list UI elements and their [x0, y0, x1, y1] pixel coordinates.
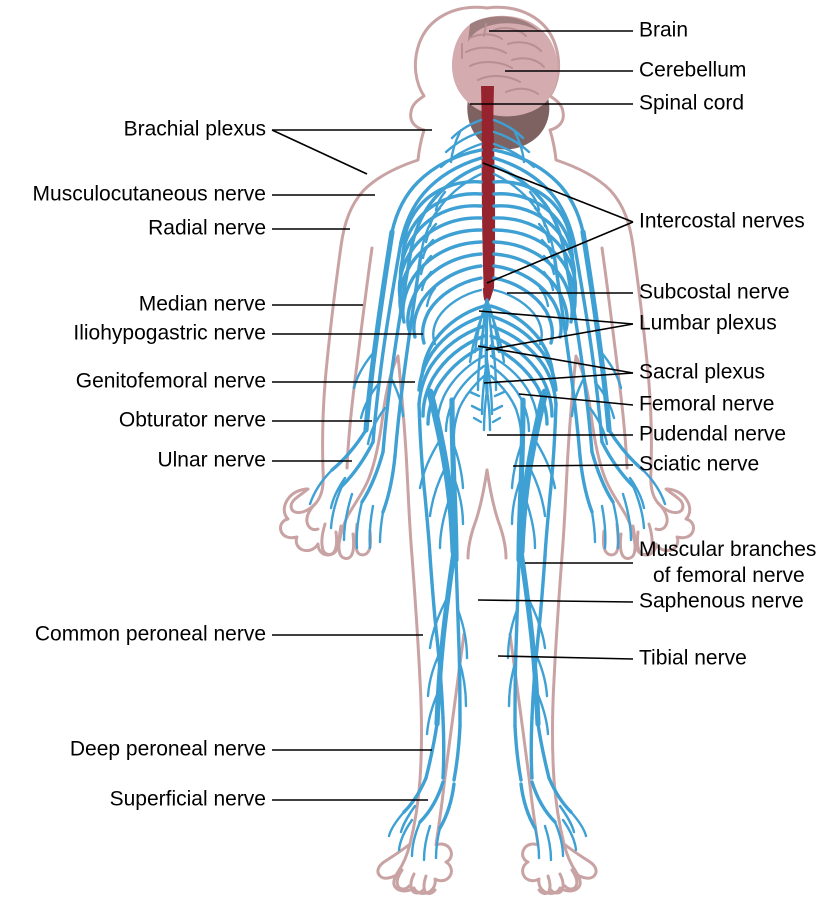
label-tibial-nerve: Tibial nerve: [639, 647, 747, 670]
label-deep-peroneal-nerve: Deep peroneal nerve: [70, 738, 266, 761]
brain-gyri: [461, 23, 545, 95]
groin-line: [466, 468, 489, 560]
label-cerebellum: Cerebellum: [639, 59, 746, 82]
left-femoral-trunk: [449, 397, 459, 563]
label-subcostal-nerve: Subcostal nerve: [639, 281, 790, 304]
label-ulnar-nerve: Ulnar nerve: [157, 449, 266, 472]
cerebrum-rim: [468, 16, 540, 42]
label-brachial-plexus: Brachial plexus: [124, 118, 266, 141]
label-lumbar-plexus: Lumbar plexus: [639, 312, 777, 335]
spinal-cord-highlight: [486, 113, 490, 287]
inner-arm-left: [345, 246, 374, 470]
median-nerve-path: [381, 248, 413, 454]
lumbar-sacral-plexus: [417, 298, 558, 436]
leader-lumbar-a: [478, 310, 634, 325]
label-line: of femoral nerve: [653, 564, 805, 587]
leader-saphenous: [477, 599, 634, 603]
left-arm-nerves: [308, 229, 423, 550]
leader-brachial-b: [271, 129, 368, 175]
leader-intercostal-b: [486, 221, 634, 284]
label-obturator-nerve: Obturator nerve: [119, 409, 266, 432]
ulnar-nerve-path: [393, 252, 423, 458]
groin-line-right: [485, 468, 508, 560]
conus-medullaris: [483, 288, 492, 303]
leader-sacral-b: [483, 372, 634, 384]
label-brain: Brain: [639, 19, 688, 42]
leader-sciatic: [512, 464, 634, 467]
label-superficial-nerve: Superficial nerve: [110, 788, 266, 811]
right-arm-nerves: [552, 229, 667, 550]
right-foot-outline: [537, 842, 598, 895]
left-foot-outline: [376, 842, 437, 895]
label-sacral-plexus: Sacral plexus: [639, 361, 765, 384]
label-radial-nerve: Radial nerve: [148, 217, 266, 240]
leader-femoral: [518, 393, 634, 406]
label-femoral-nerve: Femoral nerve: [639, 393, 774, 416]
right-leg-nerves: [506, 388, 588, 862]
musculocutaneous-nerve-path: [363, 229, 395, 433]
body-silhouette-left: [279, 5, 489, 895]
label-genitofemoral-nerve: Genitofemoral nerve: [76, 370, 266, 393]
nerve-network: [308, 118, 667, 862]
left-sciatic-trunk: [426, 388, 458, 556]
label-sciatic-nerve: Sciatic nerve: [639, 453, 759, 476]
intercostal-nerves-right: [492, 180, 578, 346]
label-pudendal-nerve: Pudendal nerve: [639, 423, 786, 446]
label-intercostal-nerves: Intercostal nerves: [639, 210, 805, 233]
label-median-nerve: Median nerve: [139, 293, 266, 316]
label-common-peroneal-nerve: Common peroneal nerve: [35, 623, 266, 646]
leader-lumbar-b: [485, 323, 634, 351]
right-sciatic-trunk: [517, 388, 549, 556]
label-musculocutaneous-nerve: Musculocutaneous nerve: [33, 183, 266, 206]
leader-lines-right: [470, 30, 634, 660]
intercostal-nerves-left: [397, 180, 483, 346]
brain-group: [452, 15, 558, 150]
leader-intercostal-a: [482, 162, 634, 223]
label-saphenous-nerve: Saphenous nerve: [639, 590, 804, 613]
label-spinal-cord: Spinal cord: [639, 92, 744, 115]
spinal-cord-shaft: [481, 108, 496, 300]
leader-tibial: [497, 655, 634, 660]
label-iliohypogastric-nerve: Iliohypogastric nerve: [73, 322, 266, 345]
leader-sacral-a: [477, 345, 634, 374]
leader-lines-left: [271, 129, 432, 801]
labels-multiline: Muscular branches of femoral nerve: [639, 538, 816, 587]
left-leg-nerves: [387, 388, 469, 862]
label-muscular-branches-of-femoral-nerve: Muscular branches of femoral nerve: [639, 538, 816, 587]
spinal-cord-group: [481, 108, 496, 303]
radial-nerve-path: [371, 240, 403, 444]
label-line: Muscular branches: [639, 538, 816, 561]
